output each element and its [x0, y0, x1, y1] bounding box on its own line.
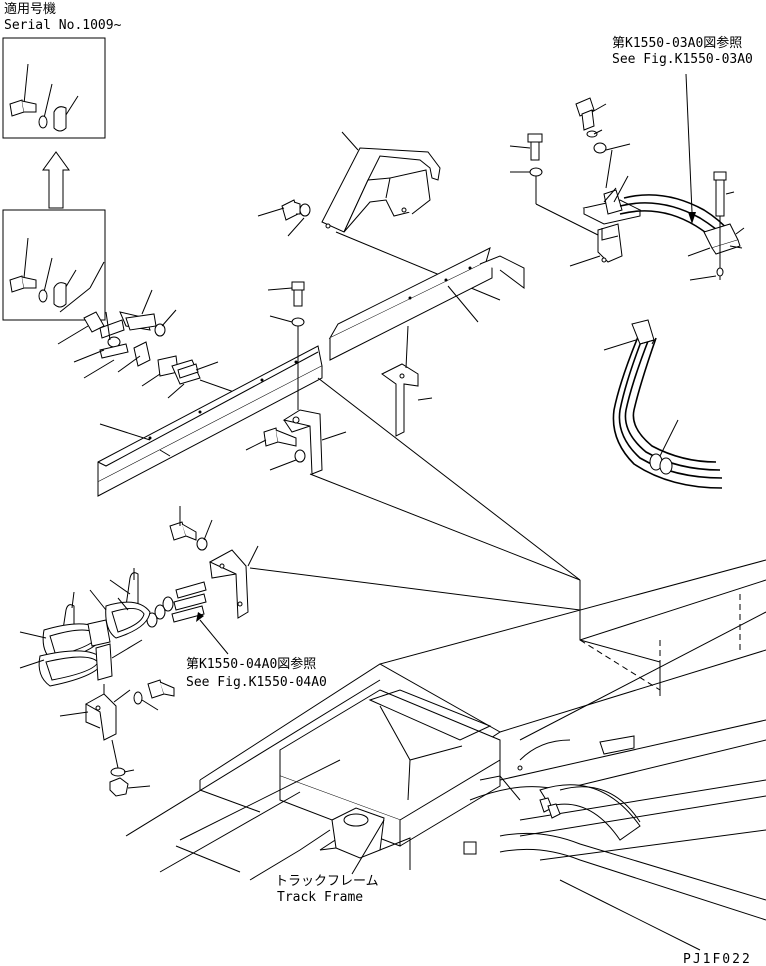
inset-serial-variant: [2, 37, 106, 139]
left-channel-cover: [97, 345, 323, 497]
guide-line-1: [317, 377, 581, 581]
serial-label: Serial No.1009~: [4, 18, 122, 33]
arrow-up-icon: [42, 151, 70, 209]
bolt-vertical-center: [267, 281, 305, 410]
top-cover: [321, 131, 501, 301]
bracket-center: [282, 409, 347, 475]
ref-03a0-en: See Fig.K1550-03A0: [612, 52, 753, 67]
bracket-right-center: [381, 325, 433, 437]
guide-line-2: [249, 567, 581, 611]
ref-03a0-jp: 第K1550-03A0図参照: [612, 36, 743, 51]
guide-line-3: [309, 473, 581, 581]
hose-bundle: [603, 319, 723, 489]
hose-clamp-assembly-top-right: [509, 73, 745, 281]
figure-code: PJ1F022: [683, 952, 752, 966]
right-channel-cover: [328, 247, 525, 361]
applicable-label-jp: 適用号機: [4, 2, 57, 17]
bolt-upper-center: [257, 199, 311, 237]
bolt-lower-center: [245, 427, 306, 471]
track-frame-en: Track Frame: [277, 890, 364, 905]
ref-04a0-jp: 第K1550-04A0図参照: [186, 657, 317, 672]
track-frame-structure: [125, 559, 766, 951]
track-frame-jp: トラックフレーム: [275, 874, 379, 889]
ref-04a0-en: See Fig.K1550-04A0: [186, 675, 327, 690]
inset-original: [2, 209, 106, 321]
clamp-cluster: [57, 289, 235, 399]
lower-left-clamp-assembly: [19, 506, 259, 797]
